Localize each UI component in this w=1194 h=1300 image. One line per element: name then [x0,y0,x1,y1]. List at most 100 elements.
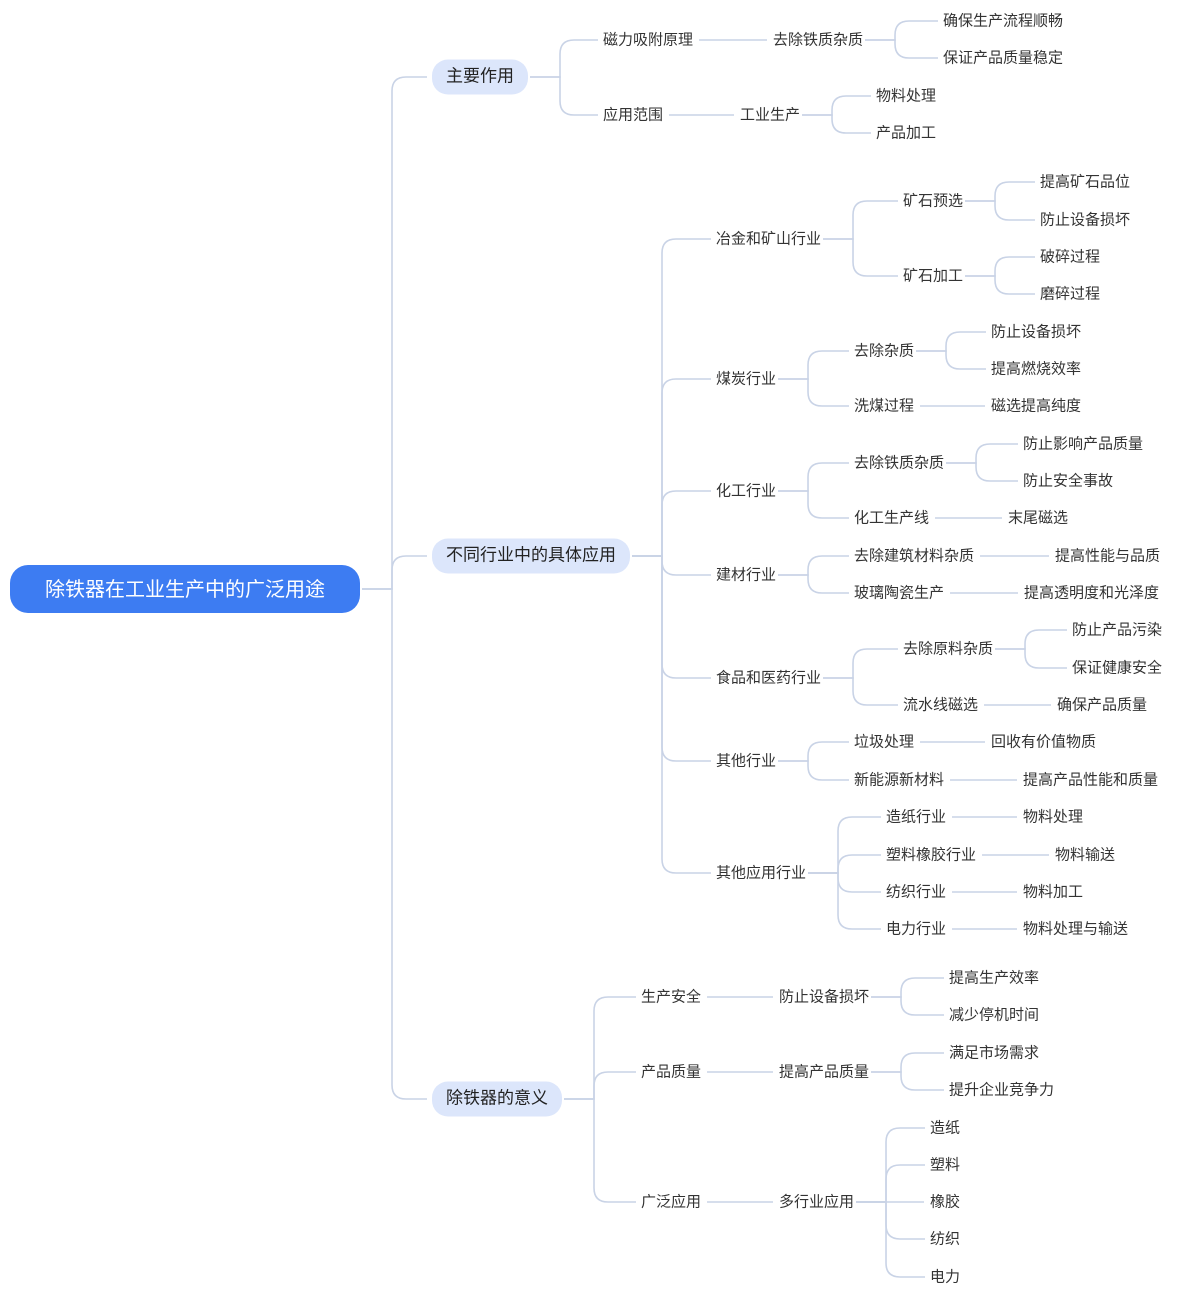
topic-prevent-damage[interactable]: 防止设备损坏 [779,987,870,1006]
topic-food-pharma[interactable]: 食品和医药行业 [716,668,822,687]
leaf-prevent-accidents[interactable]: 防止安全事故 [1023,471,1114,490]
leaf-paper[interactable]: 造纸 [930,1118,961,1137]
connector-39 [823,677,898,706]
connector-22 [778,378,849,407]
connector-63 [564,1098,636,1203]
connector-14 [965,200,1035,221]
connector-26 [946,443,1018,464]
connector-3 [530,39,598,78]
topic-chemical-industry[interactable]: 化工行业 [716,481,777,500]
topic-power-industry[interactable]: 电力行业 [886,919,947,938]
leaf-performance-quality[interactable]: 提高性能与品质 [1055,546,1161,565]
connector-69 [856,1201,925,1278]
connector-24 [632,490,711,557]
leaf-reduce-downtime[interactable]: 减少停机时间 [949,1005,1040,1024]
connector-61 [871,1052,944,1073]
topic-industrial-production[interactable]: 工业生产 [740,105,801,124]
topic-textile-industry[interactable]: 纺织行业 [886,882,947,901]
topic-significance[interactable]: 除铁器的意义 [432,1081,562,1117]
leaf-grinding[interactable]: 磨碎过程 [1040,284,1101,303]
connector-21 [916,350,986,370]
connector-46 [632,555,711,874]
topic-building-materials[interactable]: 建材行业 [716,565,777,584]
leaf-health-safety[interactable]: 保证健康安全 [1072,658,1163,677]
leaf-recover-valuables[interactable]: 回收有价值物质 [991,732,1097,751]
leaf-smooth-process[interactable]: 确保生产流程顺畅 [943,11,1064,30]
topic-chemical-line[interactable]: 化工生产线 [854,508,930,527]
topic-paper-industry[interactable]: 造纸行业 [886,807,947,826]
leaf-protect-quality[interactable]: 防止影响产品质量 [1023,434,1144,453]
leaf-prevent-damage[interactable]: 防止设备损坏 [1040,210,1131,229]
topic-ore-processing[interactable]: 矿石加工 [903,266,964,285]
connector-38 [995,648,1067,669]
leaf-material-handling[interactable]: 物料处理 [1023,807,1084,826]
leaf-production-efficiency[interactable]: 提高生产效率 [949,968,1040,987]
topic-wide-application[interactable]: 广泛应用 [641,1192,702,1211]
leaf-plastic[interactable]: 塑料 [930,1155,961,1174]
leaf-prevent-contamination[interactable]: 防止产品污染 [1072,620,1163,639]
connector-1 [362,555,427,590]
leaf-power[interactable]: 电力 [930,1267,961,1286]
topic-new-energy-materials[interactable]: 新能源新材料 [854,770,945,789]
leaf-magnetic-purity[interactable]: 磁选提高纯度 [991,396,1082,415]
topic-plastic-rubber[interactable]: 塑料橡胶行业 [886,845,977,864]
leaf-material-processing[interactable]: 物料加工 [1023,882,1084,901]
topic-product-quality[interactable]: 产品质量 [641,1062,702,1081]
connector-15 [823,238,898,277]
topic-ore-preselection[interactable]: 矿石预选 [903,191,964,210]
leaf-improve-performance[interactable]: 提高产品性能和质量 [1023,770,1159,789]
topic-magnetic-principle[interactable]: 磁力吸附原理 [603,30,694,49]
connector-49 [808,854,881,874]
leaf-material-conveying[interactable]: 物料输送 [1055,845,1116,864]
leaf-competitiveness[interactable]: 提升企业竞争力 [949,1080,1055,1099]
connector-6 [865,39,938,59]
leaf-crushing[interactable]: 破碎过程 [1040,247,1101,266]
topic-remove-iron-impurities[interactable]: 去除铁质杂质 [854,453,945,472]
topic-multi-industry[interactable]: 多行业应用 [779,1192,855,1211]
topic-waste-processing[interactable]: 垃圾处理 [854,732,915,751]
topic-production-safety[interactable]: 生产安全 [641,987,702,1006]
leaf-improve-ore-grade[interactable]: 提高矿石品位 [1040,172,1131,191]
connector-44 [778,760,849,781]
connector-25 [778,462,849,492]
connector-11 [632,238,711,557]
topic-industry-applications[interactable]: 不同行业中的具体应用 [432,538,630,574]
topic-improve-quality[interactable]: 提高产品质量 [779,1062,870,1081]
leaf-ensure-quality[interactable]: 确保产品质量 [1057,695,1148,714]
connector-53 [808,872,881,930]
connector-58 [871,996,944,1016]
leaf-combustion-efficiency[interactable]: 提高燃烧效率 [991,359,1082,378]
leaf-textile[interactable]: 纺织 [930,1229,961,1248]
connector-2 [362,588,427,1100]
leaf-market-demand[interactable]: 满足市场需求 [949,1043,1040,1062]
leaf-handling-conveying[interactable]: 物料处理与输送 [1023,919,1129,938]
leaf-final-magnetic[interactable]: 末尾磁选 [1008,508,1069,527]
topic-metallurgy-mining[interactable]: 冶金和矿山行业 [716,229,822,248]
leaf-stable-quality[interactable]: 保证产品质量稳定 [943,48,1064,67]
leaf-transparency-gloss[interactable]: 提高透明度和光泽度 [1024,583,1160,602]
connector-27 [946,462,1018,482]
connector-66 [856,1164,925,1203]
connector-37 [995,629,1067,650]
leaf-rubber[interactable]: 橡胶 [930,1192,961,1211]
topic-remove-material-impurities[interactable]: 去除建筑材料杂质 [854,546,975,565]
topic-other-applications[interactable]: 其他应用行业 [716,863,807,882]
topic-coal-washing[interactable]: 洗煤过程 [854,396,915,415]
topic-remove-raw-impurities[interactable]: 去除原料杂质 [903,639,994,658]
topic-glass-ceramics[interactable]: 玻璃陶瓷生产 [854,583,945,602]
topic-remove-impurities[interactable]: 去除杂质 [854,341,915,360]
leaf-material-handling[interactable]: 物料处理 [876,86,937,105]
leaf-product-processing[interactable]: 产品加工 [876,123,937,142]
root-topic[interactable]: 除铁器在工业生产中的广泛用途 [10,565,360,613]
topic-other-industries[interactable]: 其他行业 [716,751,777,770]
connector-12 [823,200,898,240]
topic-coal-industry[interactable]: 煤炭行业 [716,369,777,388]
leaf-prevent-damage[interactable]: 防止设备损坏 [991,322,1082,341]
topic-line-magnetic[interactable]: 流水线磁选 [903,695,979,714]
topic-remove-iron[interactable]: 去除铁质杂质 [773,30,864,49]
topic-application-scope[interactable]: 应用范围 [603,105,664,124]
topic-main-function[interactable]: 主要作用 [432,59,528,95]
connector-0 [362,76,427,590]
connector-57 [871,977,944,998]
